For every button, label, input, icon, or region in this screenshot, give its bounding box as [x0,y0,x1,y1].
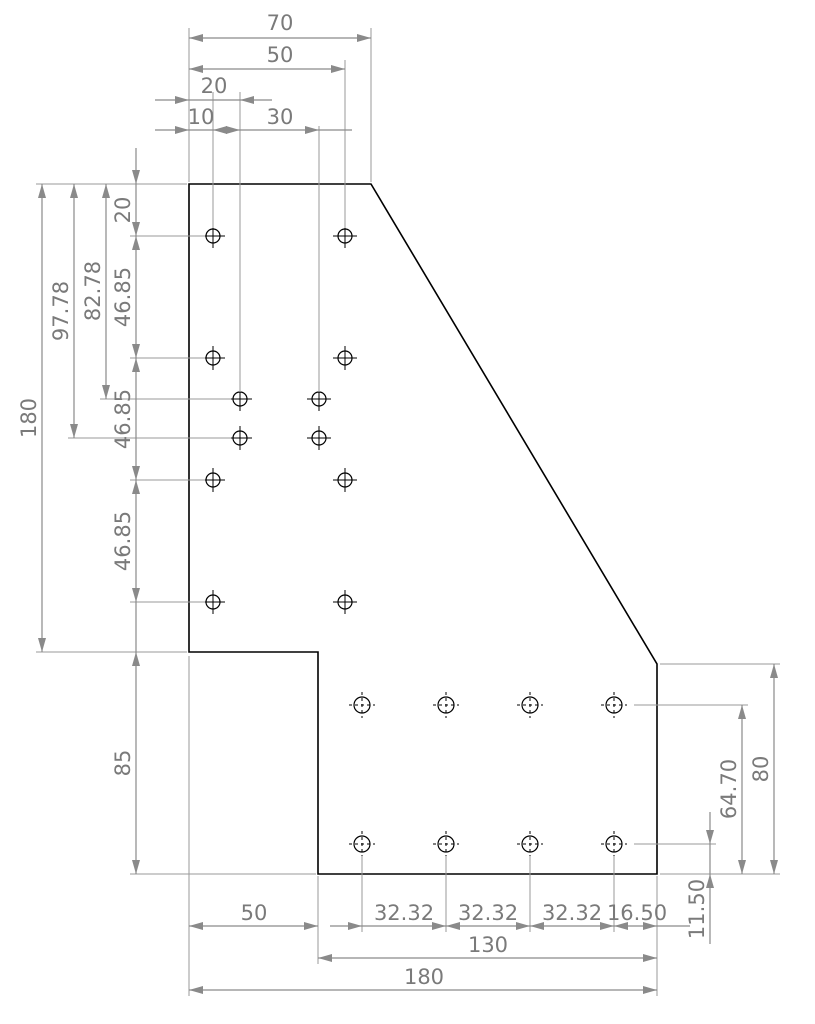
mounting-hole [517,831,543,857]
top-dimensions: 70 50 20 10 30 [155,11,372,392]
mounting-hole [333,468,357,492]
dim-top-50: 50 [267,43,294,67]
left-dimensions: 180 97.78 82.78 20 46.85 46.85 46.85 85 [17,148,316,875]
dim-left-46-85-b: 46.85 [111,389,135,449]
mounting-hole [349,692,375,718]
hole-group [201,224,627,857]
dim-right-11-50: 11.50 [685,879,709,939]
mounting-hole [601,831,627,857]
mounting-hole [228,426,252,450]
right-dimensions: 80 64.70 11.50 [634,663,780,944]
mounting-hole [601,692,627,718]
dim-top-70: 70 [267,11,294,35]
dim-left-46-85-c: 46.85 [111,511,135,571]
dim-right-80: 80 [749,756,773,783]
dim-bottom-32-32-c: 32.32 [542,901,602,925]
dim-top-10: 10 [188,105,215,129]
dim-left-82-78: 82.78 [81,261,105,321]
dim-top-20: 20 [201,74,228,98]
dim-left-46-85-a: 46.85 [111,267,135,327]
dim-left-20: 20 [111,197,135,224]
dim-bottom-130: 130 [468,933,508,957]
dim-left-97-78: 97.78 [49,281,73,341]
dim-bottom-16-50: 16.50 [607,901,667,925]
mounting-hole [333,346,357,370]
dim-bottom-50: 50 [241,901,268,925]
bottom-dimensions: 50 32.32 32.32 32.32 16.50 130 180 [188,656,690,996]
mounting-hole [333,590,357,614]
dim-right-64-70: 64.70 [717,759,741,819]
dim-bottom-32-32-a: 32.32 [374,901,434,925]
mounting-hole [307,426,331,450]
dim-top-30: 30 [267,105,294,129]
dim-left-85: 85 [111,750,135,777]
part-outline [188,183,658,875]
dim-left-180: 180 [17,398,41,438]
dim-bottom-180: 180 [404,965,444,989]
mounting-hole [517,692,543,718]
dim-bottom-32-32-b: 32.32 [458,901,518,925]
mounting-hole [433,692,459,718]
mounting-hole [349,831,375,857]
mounting-hole [433,831,459,857]
